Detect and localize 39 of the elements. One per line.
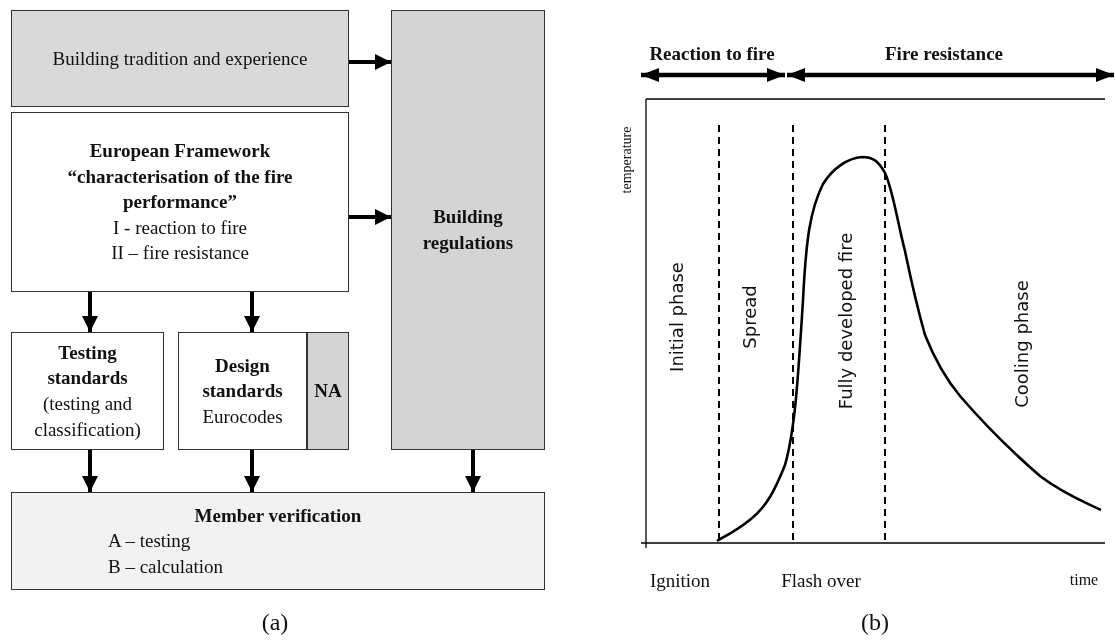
- arrow: [82, 292, 98, 332]
- range-label: Reaction to fire: [649, 43, 775, 63]
- arrow: [349, 54, 391, 70]
- box-text: Eurocodes: [202, 404, 283, 429]
- box-text: I - reaction to fire: [113, 215, 247, 240]
- axis-label: Flash over: [781, 570, 861, 590]
- framework-box: [11, 112, 349, 292]
- phase-label: Initial phase: [668, 262, 686, 372]
- arrow: [349, 209, 391, 225]
- axis-label: time: [1069, 572, 1099, 588]
- arrow: [244, 292, 260, 332]
- box-heading: European Framework “characterisation of the fire performance”: [66, 138, 294, 215]
- phase-label: Fully developed fire: [837, 232, 855, 410]
- box-heading: NA: [314, 379, 342, 404]
- range-label: Fire resistance: [885, 43, 1003, 63]
- panel-label: (b): [861, 610, 889, 634]
- box-text: A – testing: [108, 529, 191, 554]
- verification-box: [11, 492, 545, 590]
- arrow: [82, 450, 98, 492]
- box-heading: Design standards: [201, 353, 284, 404]
- arrow: [244, 450, 260, 492]
- box-heading: Testing standards: [46, 340, 129, 391]
- axis-label: Ignition: [649, 570, 711, 590]
- annex-box: [307, 332, 349, 450]
- phase-label: Cooling phase: [1013, 280, 1031, 408]
- box-text: II – fire resistance: [111, 241, 249, 266]
- process-box: [11, 10, 349, 107]
- box-heading: Member verification: [194, 503, 362, 528]
- regulations-box: [391, 10, 545, 450]
- box-text: Building tradition and experience: [52, 46, 308, 71]
- process-box: [178, 332, 307, 450]
- panel-label: (a): [261, 610, 289, 634]
- box-heading: Building regulations: [421, 205, 515, 255]
- arrow: [465, 450, 481, 492]
- phase-label: Spread: [741, 285, 759, 349]
- process-box: [11, 332, 164, 450]
- axis-label: temperature: [620, 126, 634, 194]
- box-text: (testing and classification): [33, 392, 142, 442]
- box-text: B – calculation: [108, 554, 224, 579]
